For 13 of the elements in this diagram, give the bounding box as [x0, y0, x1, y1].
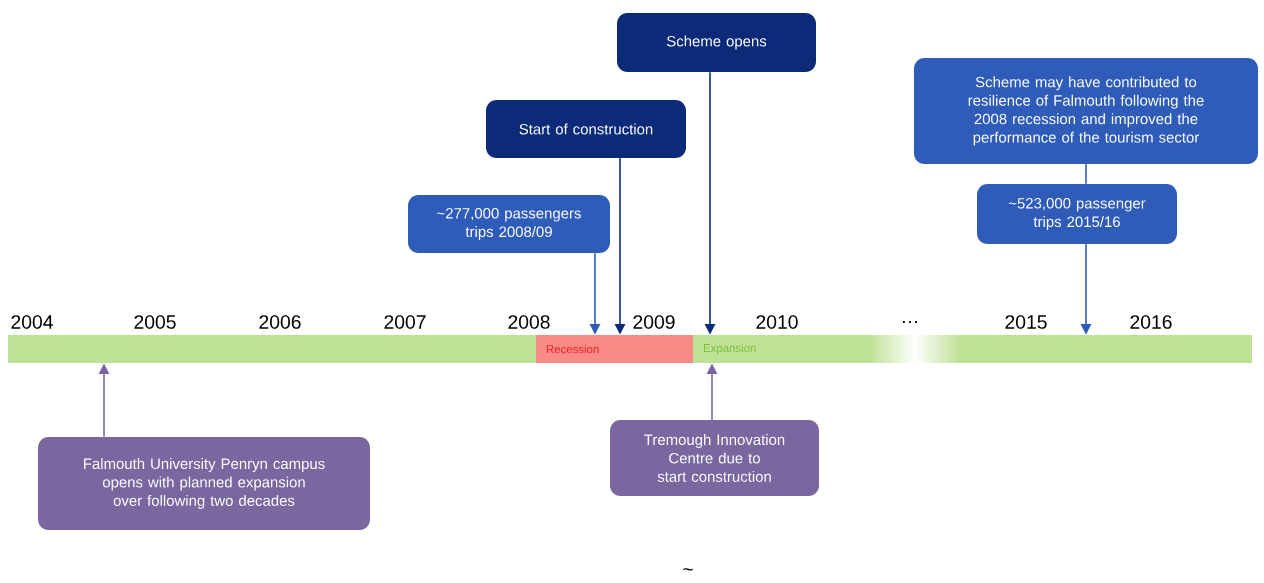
year-label: 2008	[508, 315, 550, 329]
timeline-band	[8, 335, 536, 363]
timeline-band: Recession	[536, 335, 693, 363]
event-box: Tremough Innovation Centre due to start construction	[610, 420, 819, 496]
event-box: Start of construction	[486, 100, 686, 158]
event-box: Scheme opens	[617, 13, 816, 72]
timeline-band: Expansion	[693, 335, 1252, 363]
text-mark: ~	[683, 568, 693, 571]
event-box: Falmouth University Penryn campus opens with planned expansion over following two decades	[38, 437, 370, 530]
event-box: Scheme may have contributed to resilience of Falmouth following the 2008 recession and improved the performance of the tourism sector	[914, 58, 1258, 164]
event-box: ~523,000 passenger trips 2015/16	[977, 184, 1177, 244]
year-label: 2009	[633, 315, 675, 329]
event-box: ~277,000 passengers trips 2008/09	[408, 195, 610, 253]
